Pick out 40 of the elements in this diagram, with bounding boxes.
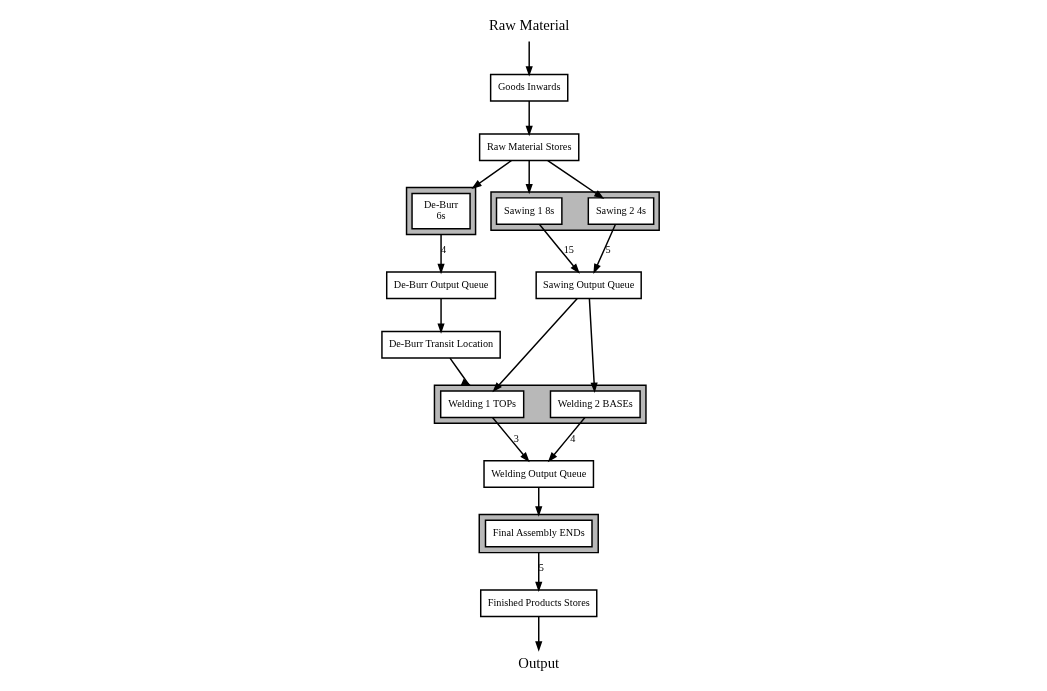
node-box: Sawing Output Queue: [535, 271, 642, 300]
arrow: [588, 297, 598, 393]
cluster: [478, 513, 599, 554]
arrow: [437, 233, 445, 275]
arrow: [471, 159, 513, 189]
node-box: Sawing 1 8s: [495, 197, 563, 226]
node-text: Output: [518, 654, 560, 671]
arrow: [535, 551, 543, 593]
arrow: [538, 223, 580, 274]
node-box: Goods Inwards: [489, 73, 569, 102]
arrow: [491, 416, 530, 463]
node-box: Finished Products Stores: [480, 589, 598, 618]
edge-label: 4: [441, 244, 447, 256]
arrow: [525, 40, 533, 77]
node-box: De-Burr Output Queue: [385, 271, 497, 300]
arrow: [449, 357, 472, 387]
node-box: De-Burr Transit Location: [381, 330, 501, 359]
edge-label: 5: [538, 562, 544, 574]
edge-label: 3: [513, 432, 519, 444]
node-box: Welding 1 TOPs: [439, 390, 525, 419]
node-box: De-Burr 6s: [411, 192, 471, 230]
node-box: Final Assembly ENDs: [484, 519, 593, 548]
arrow: [535, 486, 543, 517]
arrow: [437, 297, 445, 334]
arrow: [525, 159, 533, 195]
node-box: Sawing 2 4s: [587, 197, 655, 226]
arrow: [535, 615, 543, 652]
node-box: Welding Output Queue: [483, 460, 595, 488]
node-text: Raw Material: [489, 17, 570, 34]
arrow: [547, 159, 605, 199]
node-box: Raw Material Stores: [478, 133, 580, 162]
arrow: [593, 223, 617, 275]
arrow: [547, 416, 586, 463]
edge-label: 4: [570, 432, 576, 444]
edge-label: 15: [563, 244, 574, 256]
arrow: [525, 100, 533, 137]
arrow: [492, 297, 578, 393]
edge-label: 5: [605, 244, 611, 256]
cluster: [405, 186, 477, 236]
node-box: Welding 2 BASEs: [549, 390, 641, 419]
